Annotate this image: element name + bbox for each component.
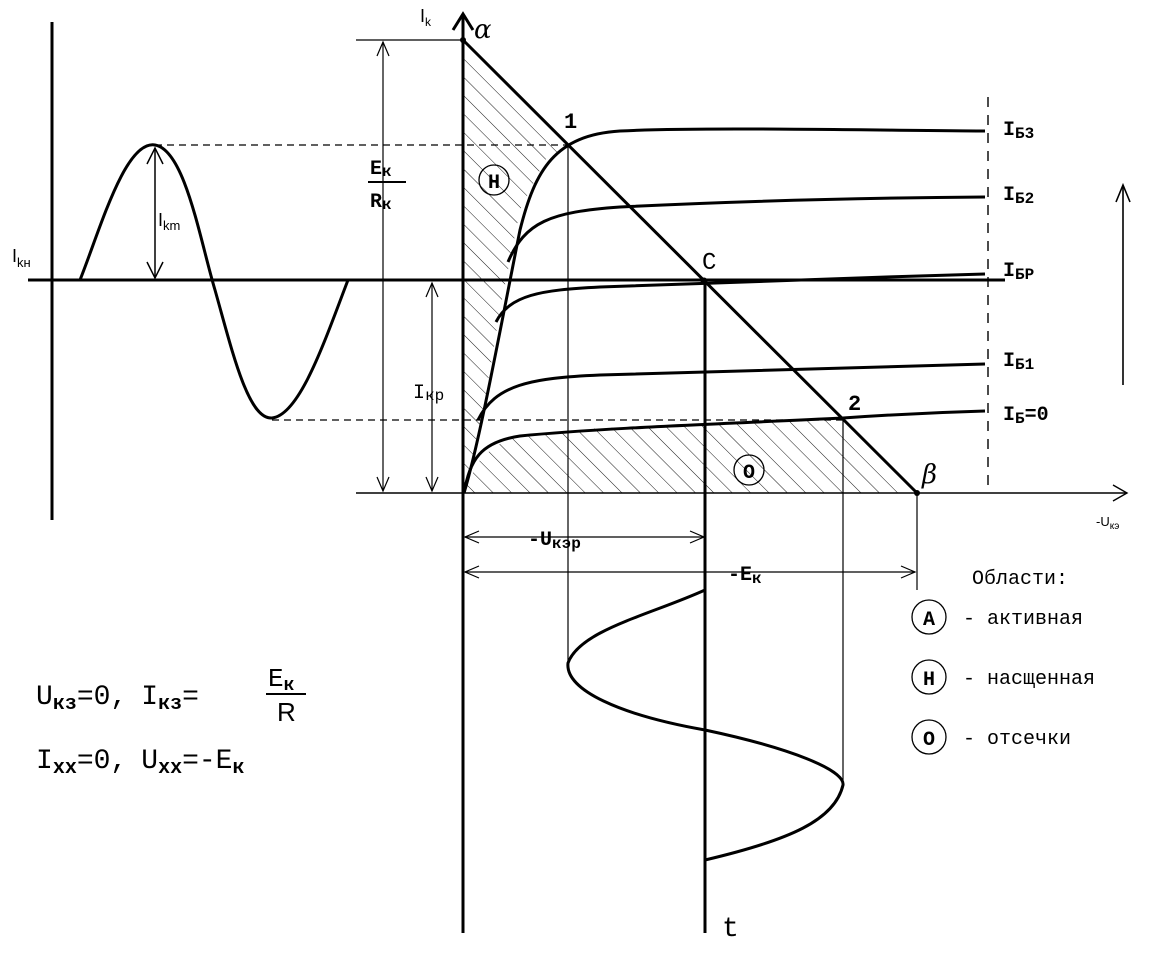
ukep-arrow-left-icon — [463, 530, 480, 544]
legend-active-mark — [911, 599, 947, 635]
curve-ib1-label: IБ1 — [1003, 350, 1034, 374]
legend-active-mark-text: А — [923, 609, 935, 632]
time-axis-label: t — [722, 914, 739, 945]
saturation-mark-text: Н — [488, 172, 500, 195]
ek-rk-numerator: Eк — [370, 158, 392, 181]
ukep-arrow-right-icon — [689, 530, 706, 544]
curve-ibp-label: IБР — [1003, 260, 1034, 284]
ikr-arrow-up-icon — [425, 281, 439, 298]
increase-arrow-head-icon — [1115, 182, 1131, 203]
saturation-mark — [478, 164, 510, 196]
ukep-label: -Uкэр — [528, 529, 581, 553]
ek-arrow-left-icon — [463, 565, 480, 579]
ikn-label: Ikн — [12, 246, 31, 270]
point-c-label: C — [702, 250, 716, 277]
ek-rk-arrow-down-icon — [376, 476, 390, 493]
formula-short-circuit-numerator: Eк — [268, 664, 295, 696]
curve-ibp — [494, 272, 986, 323]
curve-ib2-label: IБ2 — [1003, 184, 1034, 208]
curve-ib2 — [506, 195, 986, 263]
legend-cutoff-mark-text: О — [923, 729, 935, 752]
legend-item-cutoff: О - отсечки — [911, 719, 1071, 755]
ek-rk-denominator: Rк — [370, 191, 392, 214]
ikm-label: Ikm — [158, 210, 180, 233]
ek-arrow-right-icon — [900, 565, 917, 579]
legend-active-label: - активная — [963, 608, 1083, 631]
legend-saturation-label: - насщенная — [963, 668, 1095, 691]
ikm-arrow-down-icon — [146, 261, 164, 280]
legend-cutoff-mark — [911, 719, 947, 755]
curve-ib3-label: IБ3 — [1003, 119, 1034, 143]
legend-title: Области: — [972, 568, 1068, 591]
x-axis-label: -Uкэ — [1096, 514, 1119, 532]
load-line — [461, 38, 919, 495]
point-beta-label: β — [921, 460, 937, 490]
point-1-label: 1 — [564, 110, 577, 135]
curve-ib0 — [462, 409, 986, 494]
cutoff-mark-text: О — [743, 462, 755, 485]
x-axis-arrow-icon — [1112, 484, 1129, 502]
ek-label: -Eк — [728, 564, 762, 588]
formula-short-circuit-denominator: R — [277, 697, 296, 727]
legend-cutoff-label: - отсечки — [963, 728, 1071, 751]
curve-ib1 — [476, 362, 986, 421]
ikr-arrow-down-icon — [425, 476, 439, 493]
legend-item-active: А - активная — [911, 599, 1083, 635]
y-axis-label: Ik — [420, 6, 432, 29]
curve-ib3 — [462, 127, 986, 494]
y-axis-arrow-icon — [451, 11, 475, 31]
point-alpha-label: α — [474, 15, 492, 45]
ek-rk-arrow-up-icon — [376, 40, 390, 57]
formula-short-circuit: Uкз=0,Iкз= — [36, 682, 199, 716]
cutoff-region-hatch — [464, 418, 916, 493]
curve-ib0-label: IБ=0 — [1003, 404, 1049, 428]
point-alpha-dot — [460, 37, 466, 43]
formula-open-circuit: Ixx=0,Uxx=-Eк — [36, 746, 245, 780]
point-2-label: 2 — [848, 392, 861, 417]
legend-item-saturation: Н - насщенная — [911, 659, 1095, 695]
legend-saturation-mark — [911, 659, 947, 695]
saturation-region-hatch — [464, 42, 568, 493]
ikm-arrow-up-icon — [146, 146, 164, 165]
legend-saturation-mark-text: Н — [923, 669, 935, 692]
output-voltage-sine-wave — [566, 588, 845, 862]
input-current-sine-wave — [78, 143, 350, 420]
ikr-label: Iкр — [413, 382, 444, 405]
cutoff-mark — [733, 454, 765, 486]
